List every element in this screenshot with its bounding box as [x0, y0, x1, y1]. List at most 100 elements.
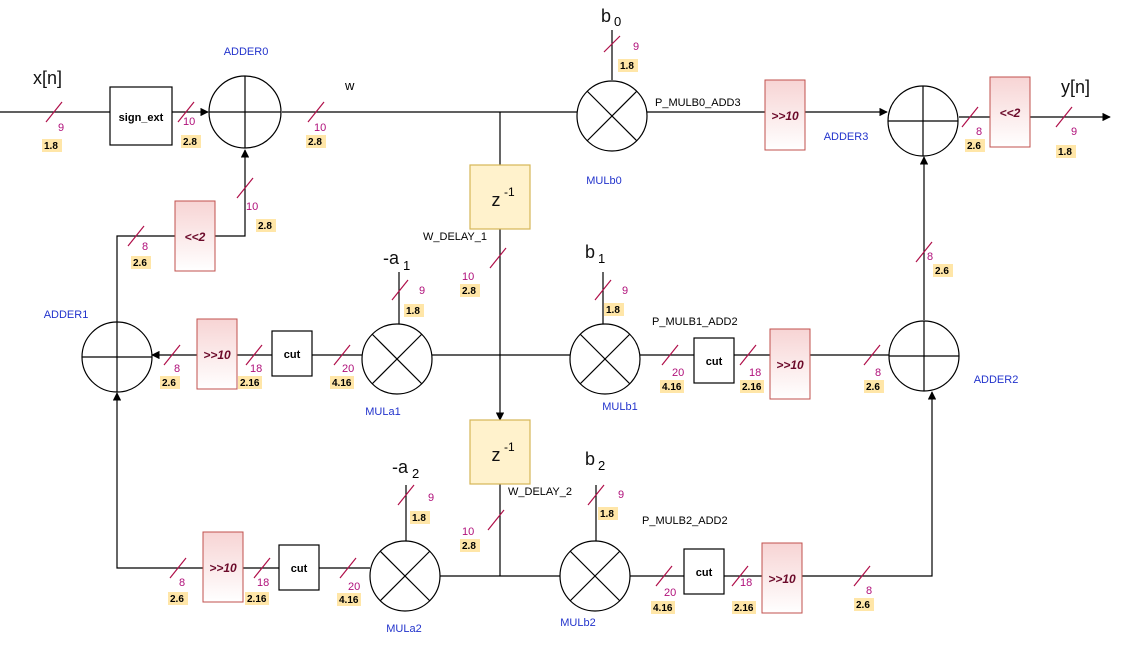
q-b0: 1.8 — [620, 61, 634, 72]
slash — [731, 565, 749, 587]
q-shr-a2: 2.6 — [170, 594, 184, 605]
shift-out-label: <<2 — [1000, 106, 1021, 120]
width-mulb2: 20 — [664, 587, 676, 599]
coef-a2-sub: 2 — [412, 466, 419, 481]
cut-block-b2: cut — [683, 548, 725, 595]
adder2-symbol — [888, 320, 960, 392]
q-x: 1.8 — [44, 141, 58, 152]
q-adder2-out: 2.6 — [935, 266, 949, 277]
width-cut-a1: 18 — [250, 363, 262, 375]
signal-y: y[n] — [1061, 77, 1090, 97]
q-mulb1: 4.16 — [662, 382, 682, 393]
q-signext: 2.8 — [183, 137, 197, 148]
adder1-symbol — [81, 321, 153, 393]
slash — [489, 247, 507, 269]
cut-block-b1: cut — [693, 337, 735, 384]
q-w: 2.8 — [308, 137, 322, 148]
slash — [487, 509, 505, 531]
cut-b2-label: cut — [696, 567, 713, 579]
q-y: 1.8 — [1058, 147, 1072, 158]
mula2-label: MULa2 — [386, 623, 421, 635]
slash — [127, 225, 145, 247]
slash — [177, 101, 195, 123]
delay-block-2: z -1 — [469, 419, 531, 485]
slash — [655, 565, 673, 587]
cut-block-a1: cut — [271, 330, 313, 377]
coef-a1-sub: 1 — [403, 258, 410, 273]
q-shr-b1: 2.6 — [866, 382, 880, 393]
slash — [245, 344, 263, 366]
slash — [739, 344, 757, 366]
shift-b2-label: >>10 — [768, 572, 796, 586]
sign-ext-label: sign_ext — [119, 112, 164, 124]
mulb0-label: MULb0 — [586, 175, 621, 187]
q-adder1-out: 2.6 — [133, 258, 147, 269]
q-wd1: 2.8 — [462, 286, 476, 297]
qformat-badges: 1.8 2.8 2.8 1.8 2.6 1.8 2.8 2.6 2.8 1.8 … — [42, 59, 1076, 614]
width-b0: 9 — [633, 41, 639, 53]
cut-block-a2: cut — [278, 544, 320, 591]
slash — [603, 35, 621, 53]
width-cut-a2: 18 — [257, 577, 269, 589]
wire-shr-b2-adder2 — [802, 391, 937, 577]
signal-x: x[n] — [33, 68, 62, 88]
width-b2: 9 — [618, 489, 624, 501]
width-slashes — [45, 35, 1073, 587]
coef-a1: -a — [383, 248, 400, 268]
adder1-label: ADDER1 — [44, 309, 89, 321]
wire-shr-a2-adder1 — [112, 392, 203, 569]
adder0-symbol — [208, 75, 282, 149]
width-shr-b2: 8 — [866, 585, 872, 597]
q-cut-a1: 2.16 — [240, 378, 260, 389]
mula2-symbol — [369, 540, 441, 612]
slash — [169, 557, 187, 579]
slash — [863, 344, 881, 366]
q-cut-a2: 2.16 — [247, 594, 267, 605]
slash — [961, 106, 979, 128]
slash — [307, 101, 325, 123]
slash — [253, 557, 271, 579]
width-x: 9 — [58, 122, 64, 134]
delay-2-z: z — [492, 445, 501, 465]
width-mula1: 20 — [342, 363, 354, 375]
slash — [397, 484, 415, 506]
wires — [0, 30, 1111, 577]
sign-ext-block: sign_ext — [109, 86, 173, 146]
width-mulb1: 20 — [672, 367, 684, 379]
slash — [391, 279, 409, 301]
width-adder3: 8 — [976, 126, 982, 138]
shift-block-a2: >>10 — [202, 531, 244, 603]
q-shl-fb: 2.8 — [258, 221, 272, 232]
mulb1-label: MULb1 — [602, 401, 637, 413]
q-cut-b1: 2.16 — [742, 382, 762, 393]
delay-block-1: z -1 — [469, 164, 531, 230]
shift-block-b2: >>10 — [761, 542, 803, 614]
cut-a1-label: cut — [284, 349, 301, 361]
width-a2: 9 — [428, 492, 434, 504]
shift-b0-label: >>10 — [771, 109, 799, 123]
q-shr-b2: 2.6 — [856, 600, 870, 611]
slash — [853, 565, 871, 587]
q-mulb2: 4.16 — [653, 603, 673, 614]
mula1-label: MULa1 — [365, 406, 400, 418]
coef-b1-sub: 1 — [598, 251, 605, 266]
slash — [661, 344, 679, 366]
width-b1: 9 — [622, 285, 628, 297]
width-w: 10 — [314, 122, 326, 134]
slash — [339, 557, 357, 579]
coef-b0: b — [601, 6, 611, 26]
shift-block-a1: >>10 — [196, 318, 238, 390]
q-wd2: 2.8 — [462, 541, 476, 552]
slash — [1055, 106, 1073, 128]
mulb2-symbol — [559, 540, 631, 612]
q-mula1: 4.16 — [332, 378, 352, 389]
delay-1-z: z — [492, 190, 501, 210]
width-y: 9 — [1071, 126, 1077, 138]
cut-b1-label: cut — [706, 356, 723, 368]
width-cut-b1: 18 — [749, 367, 761, 379]
shift-a2-label: >>10 — [209, 561, 237, 575]
wire-adder1-shl — [116, 235, 175, 322]
q-a2: 1.8 — [412, 513, 426, 524]
p-mulb0-label: P_MULB0_ADD3 — [655, 97, 741, 109]
